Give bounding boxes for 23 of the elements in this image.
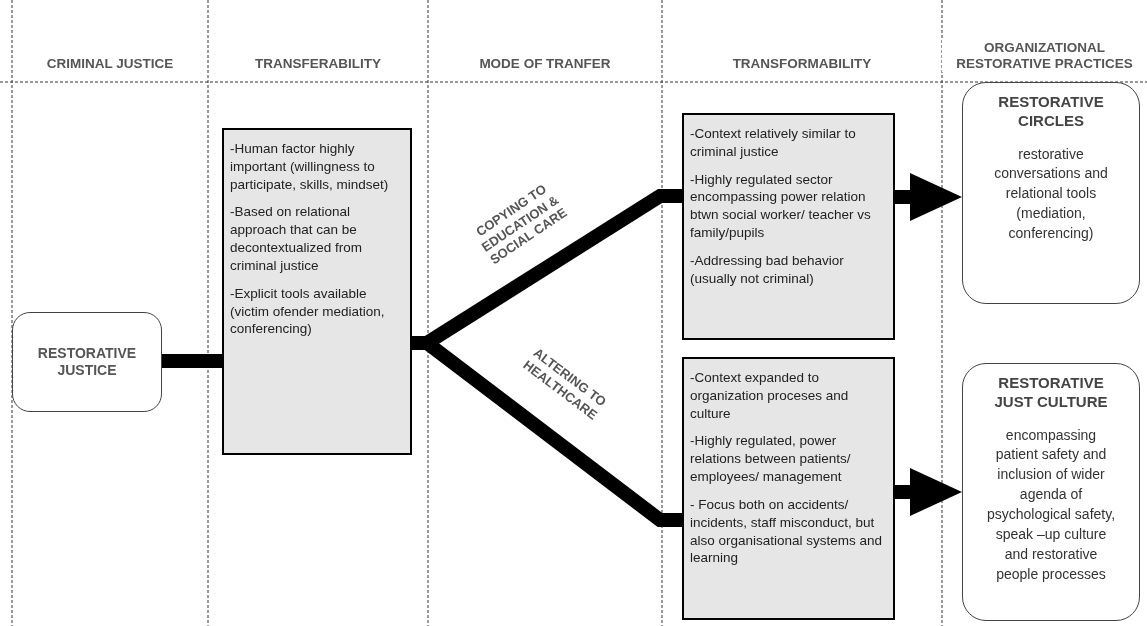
text-box: [222, 128, 412, 455]
bullet-text: -Addressing bad behavior (usually not criminal): [690, 251, 845, 288]
rounded-box: [962, 82, 1140, 304]
connector-line: [162, 354, 222, 368]
node-title: RESTORATIVE CIRCLES: [997, 93, 1105, 131]
node-title: RESTORATIVE JUSTICE: [36, 345, 138, 379]
bullet-text: -Highly regulated, power relations between patients/ employees/ management: [690, 432, 852, 486]
bullet-text: -Highly regulated sector encompassing power relation btwn social worker/ teacher vs family/pupils: [690, 170, 872, 242]
arrow: [895, 173, 962, 221]
rounded-box: [12, 312, 162, 412]
node-description: encompassing patient safety and inclusion of wider agenda of psychological safety, speak –up culture and restorative people processes: [985, 425, 1117, 584]
bullet-text: -Human factor highly important (willingness to participate, skills, mindset): [230, 140, 390, 194]
bullet-text: - Focus both on accidents/ incidents, staff misconduct, but also organisational systems and learning: [690, 495, 884, 568]
arrow: [895, 468, 962, 516]
text-box: [682, 357, 895, 620]
text-box: [682, 113, 895, 340]
node-title: RESTORATIVE JUST CULTURE: [993, 374, 1109, 412]
bullet-text: -Explicit tools available (victim ofender mediation, conferencing): [230, 284, 386, 339]
node-description: restorative conversations and relational tools (mediation, conferencing): [993, 144, 1109, 243]
bullet-text: -Context relatively similar to criminal justice: [690, 125, 857, 161]
rounded-box: [962, 363, 1140, 621]
bullet-text: -Context expanded to organization proceses and culture: [690, 369, 850, 423]
bullet-text: -Based on relational approach that can be decontextualized from criminal justice: [230, 203, 364, 275]
